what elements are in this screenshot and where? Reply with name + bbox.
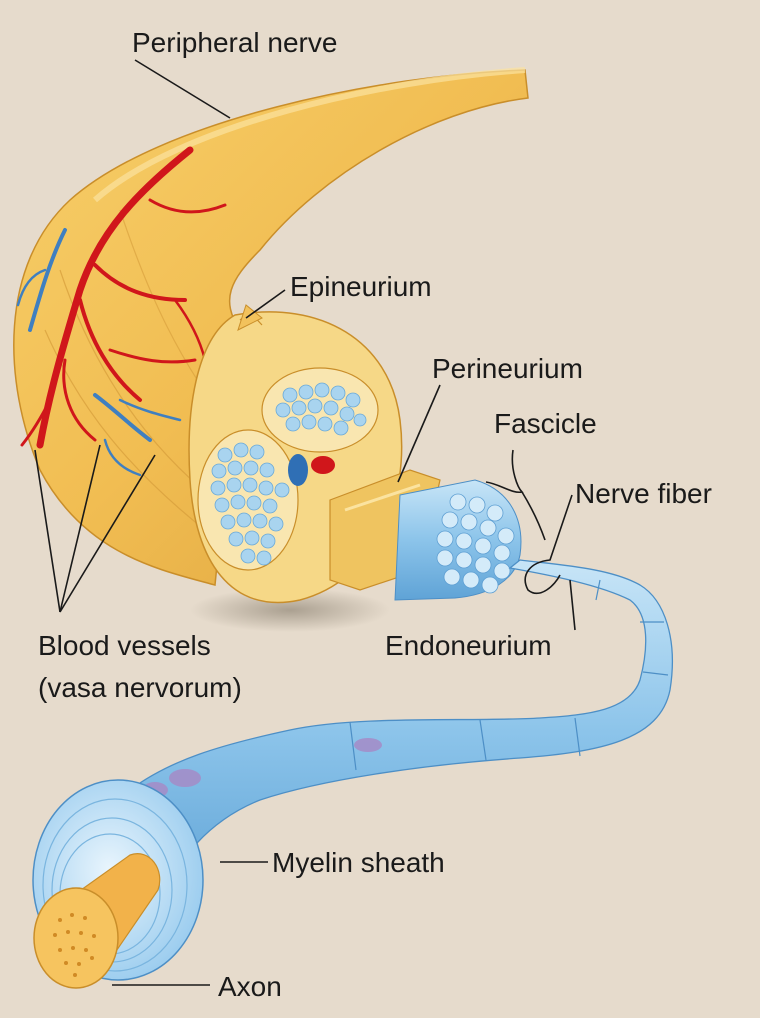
- label-myelin-sheath: Myelin sheath: [272, 847, 445, 878]
- label-endoneurium: Endoneurium: [385, 630, 552, 661]
- label-blood-vessels: Blood vessels: [38, 630, 211, 661]
- fascicle-bundle: [395, 480, 521, 600]
- label-nerve-fiber: Nerve fiber: [575, 478, 712, 509]
- label-epineurium: Epineurium: [290, 271, 432, 302]
- label-axon: Axon: [218, 971, 282, 1002]
- label-perineurium: Perineurium: [432, 353, 583, 384]
- label-vasa-nervorum: (vasa nervorum): [38, 672, 242, 703]
- label-fascicle: Fascicle: [494, 408, 597, 439]
- label-peripheral-nerve: Peripheral nerve: [132, 27, 337, 58]
